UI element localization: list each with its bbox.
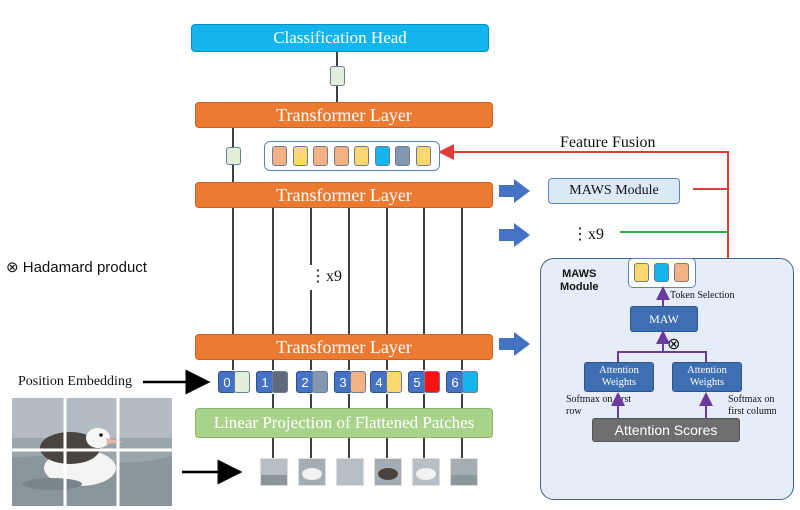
patch-token: [424, 371, 440, 393]
repeat-label-right: ⋮x9: [572, 226, 604, 243]
cls-token-output: [330, 66, 345, 86]
attention-scores-label: Attention Scores: [614, 422, 718, 438]
feature-fusion-arrow: [438, 144, 729, 272]
selected-token: [654, 263, 669, 282]
patch-token: [350, 371, 366, 393]
maws-panel-title: MAWS Module: [560, 268, 599, 294]
maws-module-box: MAWS Module: [548, 178, 680, 204]
maws-panel-title-line1: MAWS: [562, 268, 597, 280]
image-patch: [412, 458, 440, 486]
fused-token-group: [264, 141, 440, 171]
attention-weights-right: Attention Weights: [672, 362, 742, 392]
patch-token: [462, 371, 478, 393]
transformer-layer-top: Transformer Layer: [195, 102, 493, 128]
position-embedding-label: Position Embedding: [18, 374, 132, 389]
blue-arrow-1: [499, 179, 530, 203]
image-patch: [260, 458, 288, 486]
softmax-column-label: Softmax on first column: [728, 394, 777, 417]
attention-scores-box: Attention Scores: [592, 418, 740, 442]
linear-projection: Linear Projection of Flattened Patches: [195, 408, 493, 438]
linear-projection-label: Linear Projection of Flattened Patches: [213, 413, 475, 432]
transformer-layer-middle-label: Transformer Layer: [276, 184, 412, 205]
fused-token: [272, 146, 287, 166]
maws-detail-panel: [540, 258, 794, 500]
transformer-layer-bottom: Transformer Layer: [195, 334, 493, 360]
patch-token: [272, 371, 288, 393]
attention-weights-left-label: Attention Weights: [599, 365, 639, 388]
blue-arrows: [499, 179, 530, 356]
classification-head-label: Classification Head: [273, 28, 407, 47]
hadamard-icon: ⊗: [667, 334, 681, 353]
patch-token: [386, 371, 402, 393]
blue-arrow-3: [499, 332, 530, 356]
fused-token: [374, 146, 390, 166]
patch-to-projection-lines: [272, 394, 463, 458]
bird-image: [12, 398, 172, 506]
image-patch: [336, 458, 364, 486]
bird-image-drawing: [12, 398, 172, 506]
maw-label: MAW: [649, 311, 679, 326]
softmax-row-label: Softmax on first row: [566, 394, 631, 417]
blue-arrow-2: [499, 223, 530, 247]
transformer-layer-top-label: Transformer Layer: [276, 104, 412, 125]
feature-fusion-label: Feature Fusion: [560, 134, 656, 151]
image-patch: [450, 458, 478, 486]
selected-token: [674, 263, 689, 282]
cls-token-mid: [226, 147, 241, 165]
transformer-layer-bottom-label: Transformer Layer: [276, 336, 412, 357]
fused-token: [333, 146, 349, 166]
image-patch: [374, 458, 402, 486]
fused-token: [313, 146, 328, 166]
maw-box: MAW: [630, 306, 698, 332]
attention-weights-right-label: Attention Weights: [687, 365, 727, 388]
fused-token: [354, 146, 369, 166]
classification-head: Classification Head: [191, 24, 489, 52]
maws-panel-title-line2: Module: [560, 281, 599, 293]
token-selection-label: Token Selection: [670, 290, 735, 301]
image-patch: [298, 458, 326, 486]
hadamard-legend: ⊗ Hadamard product: [6, 259, 147, 276]
patch-token: [312, 371, 328, 393]
transformer-layer-middle: Transformer Layer: [195, 182, 493, 208]
patch-token: [234, 371, 250, 393]
maws-module-box-label: MAWS Module: [569, 183, 659, 198]
attention-weights-left: Attention Weights: [584, 362, 654, 392]
fused-token: [395, 146, 410, 166]
fused-token: [292, 146, 308, 166]
inter-layer-lines: [232, 206, 463, 336]
fused-token: [415, 146, 431, 166]
selected-token: [634, 263, 649, 282]
repeat-label-center: ⋮x9: [310, 268, 342, 285]
